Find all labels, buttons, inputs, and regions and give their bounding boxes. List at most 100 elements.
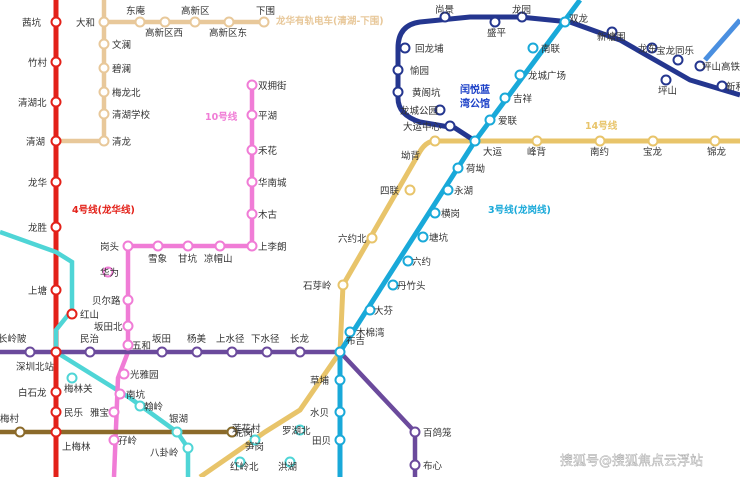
- station-label: 四联: [380, 186, 400, 197]
- station-label: 长龙: [290, 333, 310, 345]
- station-label: 大运中心: [403, 121, 442, 133]
- station-dot: [334, 346, 346, 358]
- station-dot: [14, 426, 26, 438]
- station-dot: [98, 16, 110, 28]
- station-dot: [409, 459, 421, 471]
- station-dot: [108, 434, 120, 446]
- station-dot: [366, 232, 378, 244]
- station-dot: [337, 279, 349, 291]
- station-label: 上梅林: [62, 441, 91, 453]
- station-label: 愉园: [410, 65, 429, 77]
- station-label: 凉帽山: [204, 253, 233, 265]
- station-label: 红山: [80, 309, 99, 321]
- station-label: 清湖: [26, 136, 45, 148]
- station-dot: [417, 231, 429, 243]
- station-dot: [159, 16, 171, 28]
- station-dot: [294, 346, 306, 358]
- station-dot: [84, 346, 96, 358]
- station-label: 高新区东: [209, 27, 247, 39]
- station-label: 龙东: [638, 43, 657, 55]
- station-label: 百鸽笼: [423, 427, 452, 439]
- station-dot: [284, 456, 296, 468]
- station-label: 坳背: [401, 150, 420, 162]
- station-label: 木棉湾: [356, 327, 385, 339]
- watermark: 搜狐号@搜狐焦点云浮站: [560, 454, 703, 469]
- station-label: 五和: [132, 341, 151, 352]
- line-3-name: 3号线(龙岗线): [488, 204, 551, 216]
- station-dot: [50, 16, 62, 28]
- tram-name: 龙华有轨电车(清湖-下围): [275, 15, 384, 27]
- station-dot: [102, 266, 114, 278]
- station-label: 高新区西: [145, 27, 183, 39]
- station-dot: [294, 424, 306, 436]
- station-dot: [334, 374, 346, 386]
- station-dot: [114, 388, 126, 400]
- line-4-name: 4号线(龙华线): [72, 204, 135, 216]
- station-dot: [122, 339, 134, 351]
- station-dot: [402, 255, 414, 267]
- station-dot: [98, 108, 110, 120]
- station-dot: [152, 240, 164, 252]
- station-dot: [249, 434, 261, 446]
- station-dot: [223, 16, 235, 28]
- station-dot: [514, 69, 526, 81]
- station-label: 杨美: [187, 333, 207, 345]
- station-dot: [182, 240, 194, 252]
- station-label: 回龙埔: [415, 43, 444, 55]
- station-label: 木古: [258, 209, 278, 221]
- station-dot: [50, 386, 62, 398]
- station-label: 华南城: [258, 177, 287, 189]
- station-dot: [660, 74, 672, 86]
- station-dot: [182, 442, 194, 454]
- line-9-track: [0, 229, 191, 477]
- station-dot: [484, 114, 496, 126]
- station-label: 民乐: [64, 407, 84, 419]
- station-dot: [499, 92, 511, 104]
- station-dot: [392, 86, 404, 98]
- station-dot: [50, 96, 62, 108]
- station-label: 下围: [256, 6, 275, 17]
- station-dot: [594, 135, 606, 147]
- station-label: 新和: [726, 81, 740, 93]
- station-dot: [672, 54, 684, 66]
- station-label: 塘坑: [429, 232, 449, 244]
- line-5-track: [0, 349, 418, 477]
- station-dots: [14, 11, 728, 471]
- station-dot: [429, 207, 441, 219]
- station-dot: [334, 406, 346, 418]
- station-dot: [50, 346, 62, 358]
- station-label: 龙园: [512, 4, 531, 16]
- station-label: 上李朗: [258, 241, 287, 253]
- ring-line-branch: [703, 18, 740, 62]
- station-dot: [442, 184, 454, 196]
- station-label: 莲花村: [232, 423, 261, 435]
- station-label: 宝龙: [643, 146, 663, 158]
- station-dot: [50, 284, 62, 296]
- station-dot: [647, 135, 659, 147]
- station-label: 龙华: [28, 177, 48, 189]
- station-dot: [527, 42, 539, 54]
- station-label: 竹村: [28, 57, 48, 69]
- station-label: 梅村: [0, 413, 20, 425]
- station-label: 贝尔路: [92, 295, 121, 307]
- station-label: 高新区: [181, 5, 210, 17]
- station-dot: [261, 346, 273, 358]
- station-label: 坪山: [658, 85, 677, 97]
- station-label: 罗湖北: [282, 426, 311, 437]
- station-label: 银湖: [169, 413, 188, 425]
- station-label: 盛平: [487, 27, 507, 39]
- station-label: 雅宝: [90, 407, 109, 419]
- station-dot: [258, 16, 270, 28]
- station-dot: [404, 184, 416, 196]
- station-label: 吉祥: [513, 93, 533, 105]
- station-dot: [122, 240, 134, 252]
- station-dot: [50, 56, 62, 68]
- station-dot: [606, 26, 618, 38]
- station-label: 坂田北: [94, 322, 123, 333]
- station-dot: [98, 62, 110, 74]
- station-label: 东庵: [126, 5, 146, 17]
- station-label: 南联: [541, 43, 561, 55]
- station-dot: [392, 64, 404, 76]
- station-label: 民治: [80, 333, 99, 345]
